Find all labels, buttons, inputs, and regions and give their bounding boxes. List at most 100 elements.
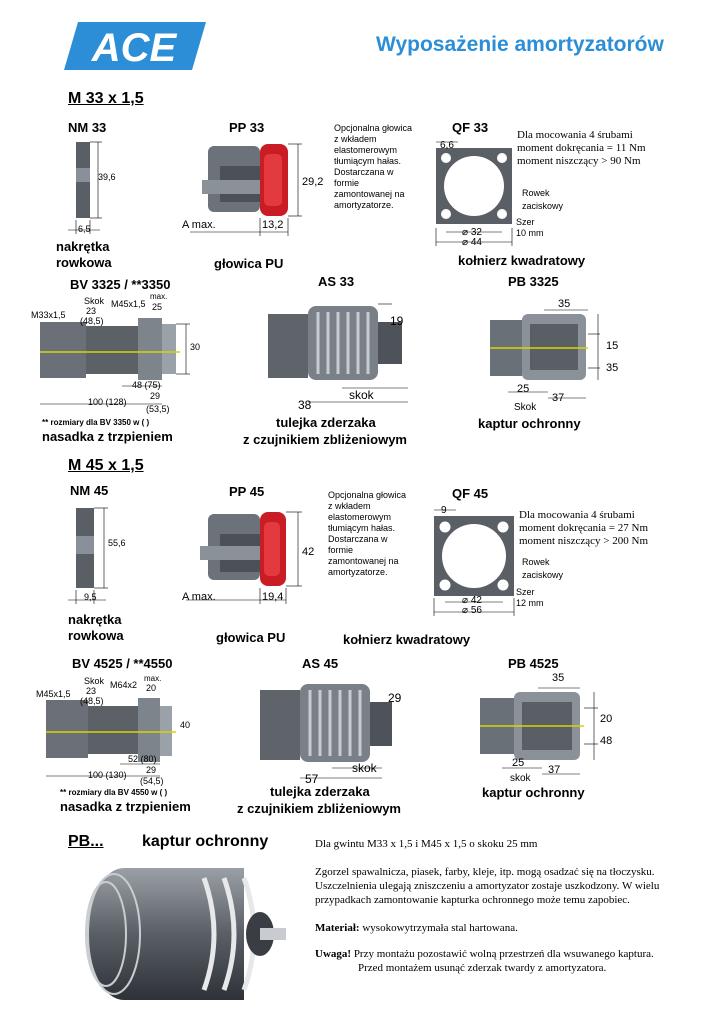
pp33-caption: głowica PU [214,256,284,271]
bv4525-note: ** rozmiary dla BV 4550 w ( ) [60,788,168,797]
as45-skok: skok [352,761,377,775]
pp33-dim-length: 13,2 [262,219,284,231]
as45-diameter: 29 [388,691,402,705]
as45-caption-line1: tulejka zderzaka [270,784,370,799]
qf33-dim-a: ⌀ 32 [462,227,482,238]
qf45-dim-hole: 9 [441,505,447,516]
pb-paragraph-2: Zgorzel spawalnicza, piasek, farby, klej… [315,866,660,906]
as33-diameter: 19 [390,314,404,328]
as45-length: 57 [305,772,319,786]
qf45-caption: kołnierz kwadratowy [343,632,471,647]
pb-subtitle: kaptur ochronny [142,833,269,850]
as45-caption-line2: z czujnikiem zbliżeniowym [237,801,401,816]
as33-skok: skok [349,388,374,402]
page-title: Wyposażenie amortyzatorów [376,33,664,56]
bv4525-drawing [46,698,176,777]
section-heading-m33: M 33 x 1,5 [68,90,144,107]
bv3325-len3: (53,5) [146,404,170,414]
bv3325-max-value: 25 [152,302,163,312]
pp45-dim-length: 19,4 [262,591,284,603]
nm45-drawing [68,507,108,604]
qf33-groove-line1: Rowek [522,188,550,198]
section-heading-pb: PB... [68,833,104,850]
bv3325-skok-value2: (48,5) [80,316,104,326]
pb-warning: Uwaga! Przy montażu pozostawić wolną prz… [315,948,654,974]
bv4525-thread: M45x1,5 [36,689,71,699]
bv4525-max-value: 20 [146,683,157,693]
as33-length: 38 [298,398,312,412]
qf45-dim-a: ⌀ 42 [462,595,482,606]
nm33-title: NM 33 [68,120,107,135]
nm33-caption-line2: rowkowa [56,255,112,270]
nm33-caption-line1: nakrętka [56,239,110,254]
pb4525-drawing [480,687,598,775]
bv4525-len3: (54,5) [140,776,164,786]
pp33-drawing [190,143,302,236]
bv3325-note: ** rozmiary dla BV 3350 w ( ) [42,418,150,427]
nm45-title: NM 45 [70,483,109,498]
bv4525-max: max. [144,674,162,683]
nm45-caption-line2: rowkowa [68,628,124,643]
bv4525-skok-value2: (48,5) [80,696,104,706]
nm33-dim-height: 39,6 [98,172,116,182]
pb4525-caption: kaptur ochronny [482,785,585,800]
bv3325-thread: M33x1,5 [31,310,66,320]
pb4525-dim-a: 35 [552,672,565,684]
pb3325-dim-a: 35 [558,298,571,310]
pp33-title: PP 33 [229,120,265,135]
bv4525-skok: Skok [84,676,105,686]
nm45-dim-height: 55,6 [108,538,126,548]
qf33-drawing [435,141,513,246]
bv4525-title: BV 4525 / **4550 [72,656,173,671]
pb4525-dim-d: 25 [512,757,525,769]
logo-text: ACE [91,26,178,70]
pb3325-dim-c: 35 [606,362,619,374]
qf45-groove-line2: zaciskowy [522,570,564,580]
as45-title: AS 45 [302,656,339,671]
as33-caption-line1: tulejka zderzaka [276,415,376,430]
qf33-width-line2: 10 mm [516,228,544,238]
qf33-dim-hole: 6,6 [440,140,454,151]
pp33-dim-diameter: 29,2 [302,176,324,188]
bv4525-thread2: M64x2 [110,680,138,690]
pp45-caption: głowica PU [216,630,286,645]
pb4525-skok: skok [510,773,531,784]
qf45-drawing [433,509,515,616]
bv3325-skok-value: 23 [86,306,97,316]
as33-caption-line2: z czujnikiem zbliżeniowym [243,432,407,447]
pb3325-dim-e: 37 [552,392,565,404]
nm33-drawing [68,141,102,234]
bv3325-thread2: M45x1,5 [111,299,146,309]
pb3325-drawing [490,309,600,399]
qf45-title: QF 45 [452,486,489,501]
pb4525-title: PB 4525 [508,656,559,671]
pp45-amax: A max. [182,591,216,603]
bv4525-caption: nasadka z trzpieniem [60,799,191,814]
bv3325-len2: 29 [150,391,161,401]
qf33-title: QF 33 [452,120,489,135]
bv4525-len4: 100 (130) [88,770,127,780]
qf33-width-line1: Szer [516,217,535,227]
nm45-caption-line1: nakrętka [68,612,122,627]
ace-logo: ACE [64,22,206,70]
bv3325-len4: 100 (128) [88,397,127,407]
bv4525-skok-value: 23 [86,686,97,696]
bv3325-drawing [40,318,190,405]
pb4525-dim-c: 48 [600,735,613,747]
bv3325-caption: nasadka z trzpieniem [42,429,173,444]
section-heading-m45: M 45 x 1,5 [68,457,144,474]
pb3325-title: PB 3325 [508,274,559,289]
bv3325-diameter: 30 [190,342,201,352]
bv4525-diameter: 40 [180,720,191,730]
qf33-caption: kołnierz kwadratowy [458,253,586,268]
pb3325-dim-d: 25 [517,383,530,395]
nm45-dim-width: 9,5 [84,592,97,602]
as33-title: AS 33 [318,274,355,289]
qf45-groove-line1: Rowek [522,557,550,567]
pb-material: Materiał: wysokowytrzymała stal hartowan… [315,922,518,934]
pb4525-dim-b: 20 [600,713,613,725]
pb-paragraph-1: Dla gwintu M33 x 1,5 i M45 x 1,5 o skoku… [315,838,538,850]
pb4525-dim-e: 37 [548,764,561,776]
